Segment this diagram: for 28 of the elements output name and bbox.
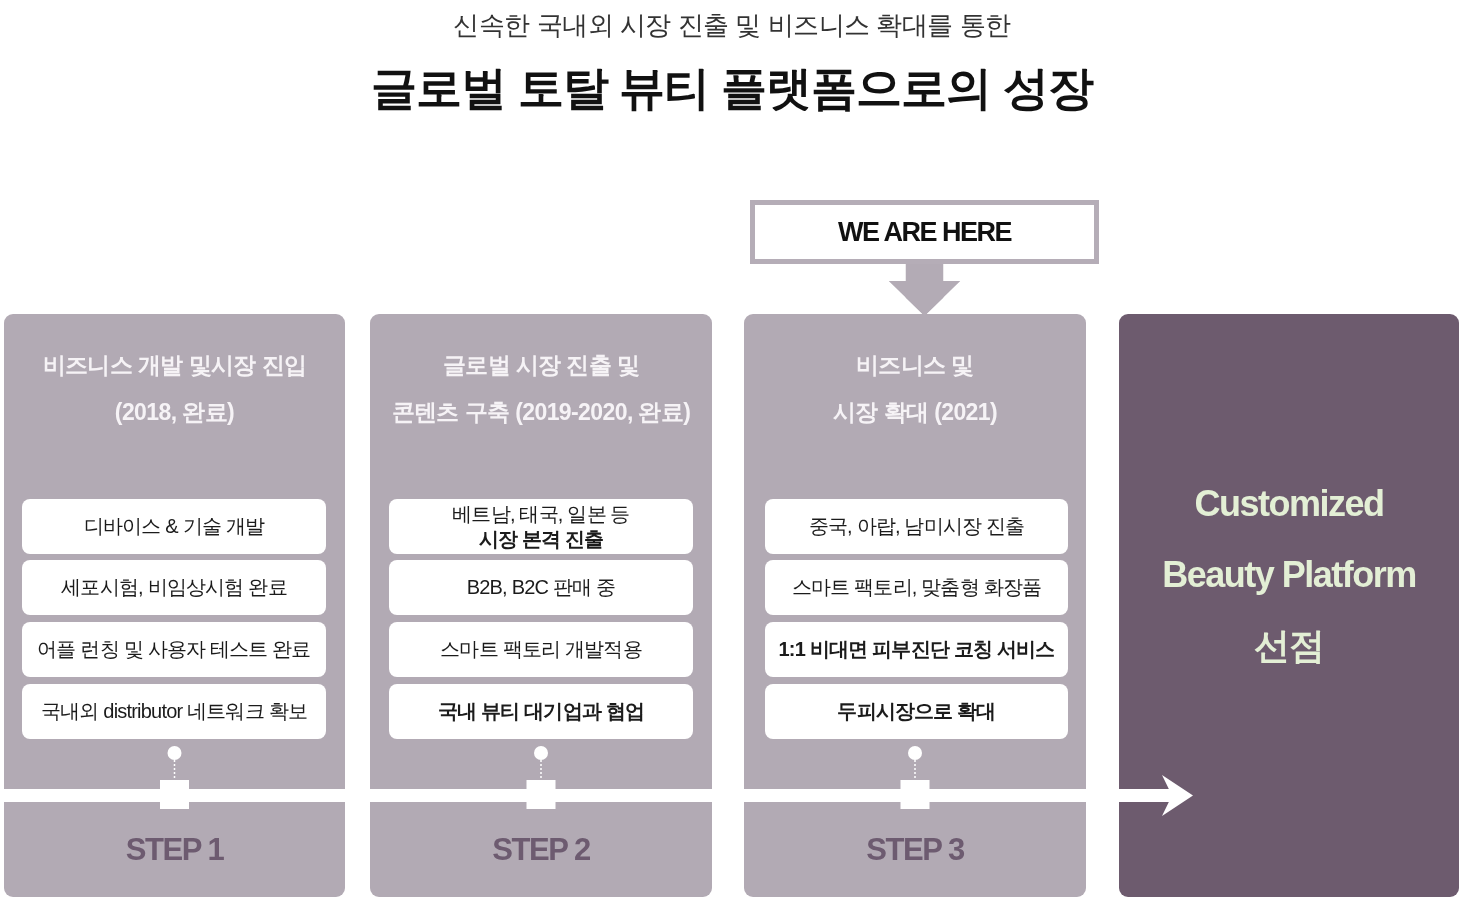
- block-arrow: [888, 264, 961, 316]
- task-card: 국내 뷰티 대기업과 협업: [389, 684, 693, 739]
- step-heading: 비즈니스 개발 및시장 진입 (2018, 완료): [42, 351, 307, 427]
- task-card: 중국, 아랍, 남미시장 진출: [765, 499, 1068, 554]
- step-panel: [4, 314, 345, 897]
- task-card: 어플 런칭 및 사용자 테스트 완료: [22, 622, 326, 677]
- step-panel: [370, 314, 712, 897]
- task-card: 스마트 팩토리 개발적용: [389, 622, 693, 677]
- step-panel: [744, 314, 1086, 897]
- title: 글로벌 토탈 뷰티 플랫폼으로의 성장: [370, 61, 1094, 116]
- step-label: STEP 2: [492, 831, 590, 869]
- subtitle: 신속한 국내외 시장 진출 및 비즈니스 확대를 통한: [453, 9, 1011, 42]
- goal-text: Customized Beauty Platform 선점: [1162, 482, 1416, 668]
- step-heading: 글로벌 시장 진출 및 콘텐츠 구축 (2019-2020, 완료): [391, 351, 691, 427]
- step-label: STEP 1: [125, 831, 224, 869]
- task-card: B2B, B2C 판매 중: [389, 560, 693, 615]
- goal-panel: [1119, 314, 1459, 897]
- task-card: 스마트 팩토리, 맞춤형 화장품: [765, 560, 1068, 615]
- task-card: 베트남, 태국, 일본 등 시장 본격 진출: [389, 499, 693, 554]
- task-card: 세포시험, 비임상시험 완료: [22, 560, 326, 615]
- task-card: 두피시장으로 확대: [765, 684, 1068, 739]
- step-heading: 비즈니스 및 시장 확대 (2021): [832, 351, 998, 427]
- task-card: 디바이스 & 기술 개발: [22, 499, 326, 554]
- step-label: STEP 3: [866, 831, 964, 869]
- banner-box: [750, 200, 1099, 264]
- banner-text: WE ARE HERE: [838, 216, 1011, 248]
- task-card: 1:1 비대면 피부진단 코칭 서비스: [765, 622, 1068, 677]
- task-card: 국내외 distributor 네트워크 확보: [22, 684, 326, 739]
